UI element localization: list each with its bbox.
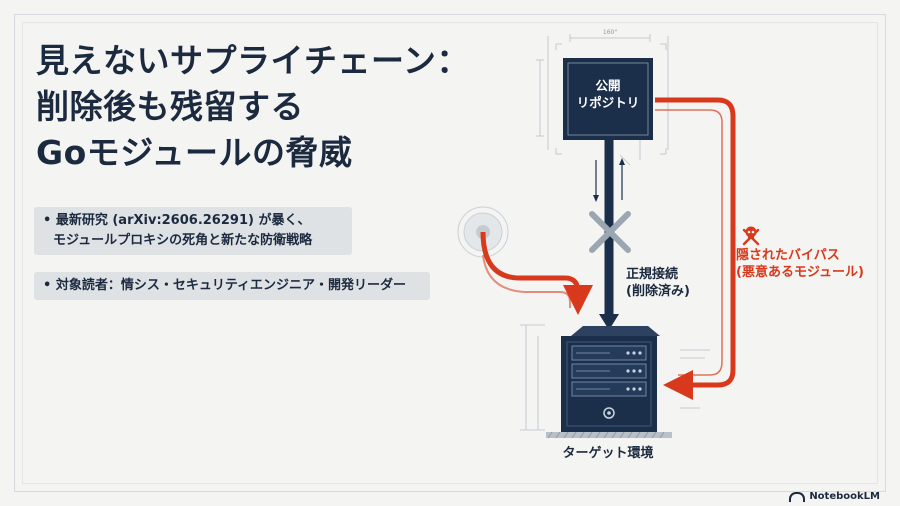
legit-path-label-line-2: (削除済み) [626, 284, 690, 299]
public-repository-box [563, 58, 653, 140]
blueprint-frame-inner [22, 22, 878, 484]
bullet-research: • 最新研究 (arXiv:2606.26291) が暴く、 モジュールプロキシ… [34, 207, 352, 255]
target-environment-label: ターゲット環境 [562, 446, 654, 461]
branding-text: NotebookLM [809, 491, 880, 502]
bullet-audience: • 対象読者：情シス・セキュリティエンジニア・開発リーダー [34, 272, 430, 300]
title-line-1: 見えないサプライチェーン： [36, 41, 470, 80]
branding: NotebookLM [789, 491, 880, 502]
blocked-x-icon [589, 211, 631, 253]
blueprint-guides [520, 34, 710, 431]
skull-crossbones-icon [742, 226, 760, 246]
repository-label-line-1: 公開 [595, 78, 621, 93]
bypass-path-left [480, 231, 593, 315]
blueprint-frame-outer [14, 14, 886, 492]
notebooklm-logo-icon [789, 491, 806, 502]
page-title: 見えないサプライチェーン： 削除後も残留する Goモジュールの脅威 [36, 38, 516, 176]
bullet-research-line-1: • 最新研究 (arXiv:2606.26291) が暴く、 [43, 213, 311, 228]
hidden-bypass-label: 隠されたバイパス (悪意あるモジュール) [736, 247, 864, 281]
repository-label-line-2: リポジトリ [576, 95, 640, 110]
hidden-bypass-label-line-1: 隠されたバイパス [736, 248, 840, 263]
server-rack-icon [546, 326, 672, 439]
title-line-2: 削除後も残留する [36, 87, 304, 126]
repository-label: 公開 リポジトリ [563, 77, 653, 111]
dimension-label: 160" [603, 29, 617, 36]
bullet-audience-line-1: • 対象読者：情シス・セキュリティエンジニア・開発リーダー [43, 278, 407, 293]
title-line-3: Goモジュールの脅威 [36, 133, 353, 172]
legit-path-label-line-1: 正規接続 [626, 267, 679, 282]
bullet-research-line-2: モジュールプロキシの死角と新たな防衛戦略 [53, 233, 313, 248]
legit-path-label: 正規接続 (削除済み) [626, 266, 690, 300]
bypass-path-right [655, 97, 736, 400]
hidden-bypass-label-line-2: (悪意あるモジュール) [736, 265, 864, 280]
